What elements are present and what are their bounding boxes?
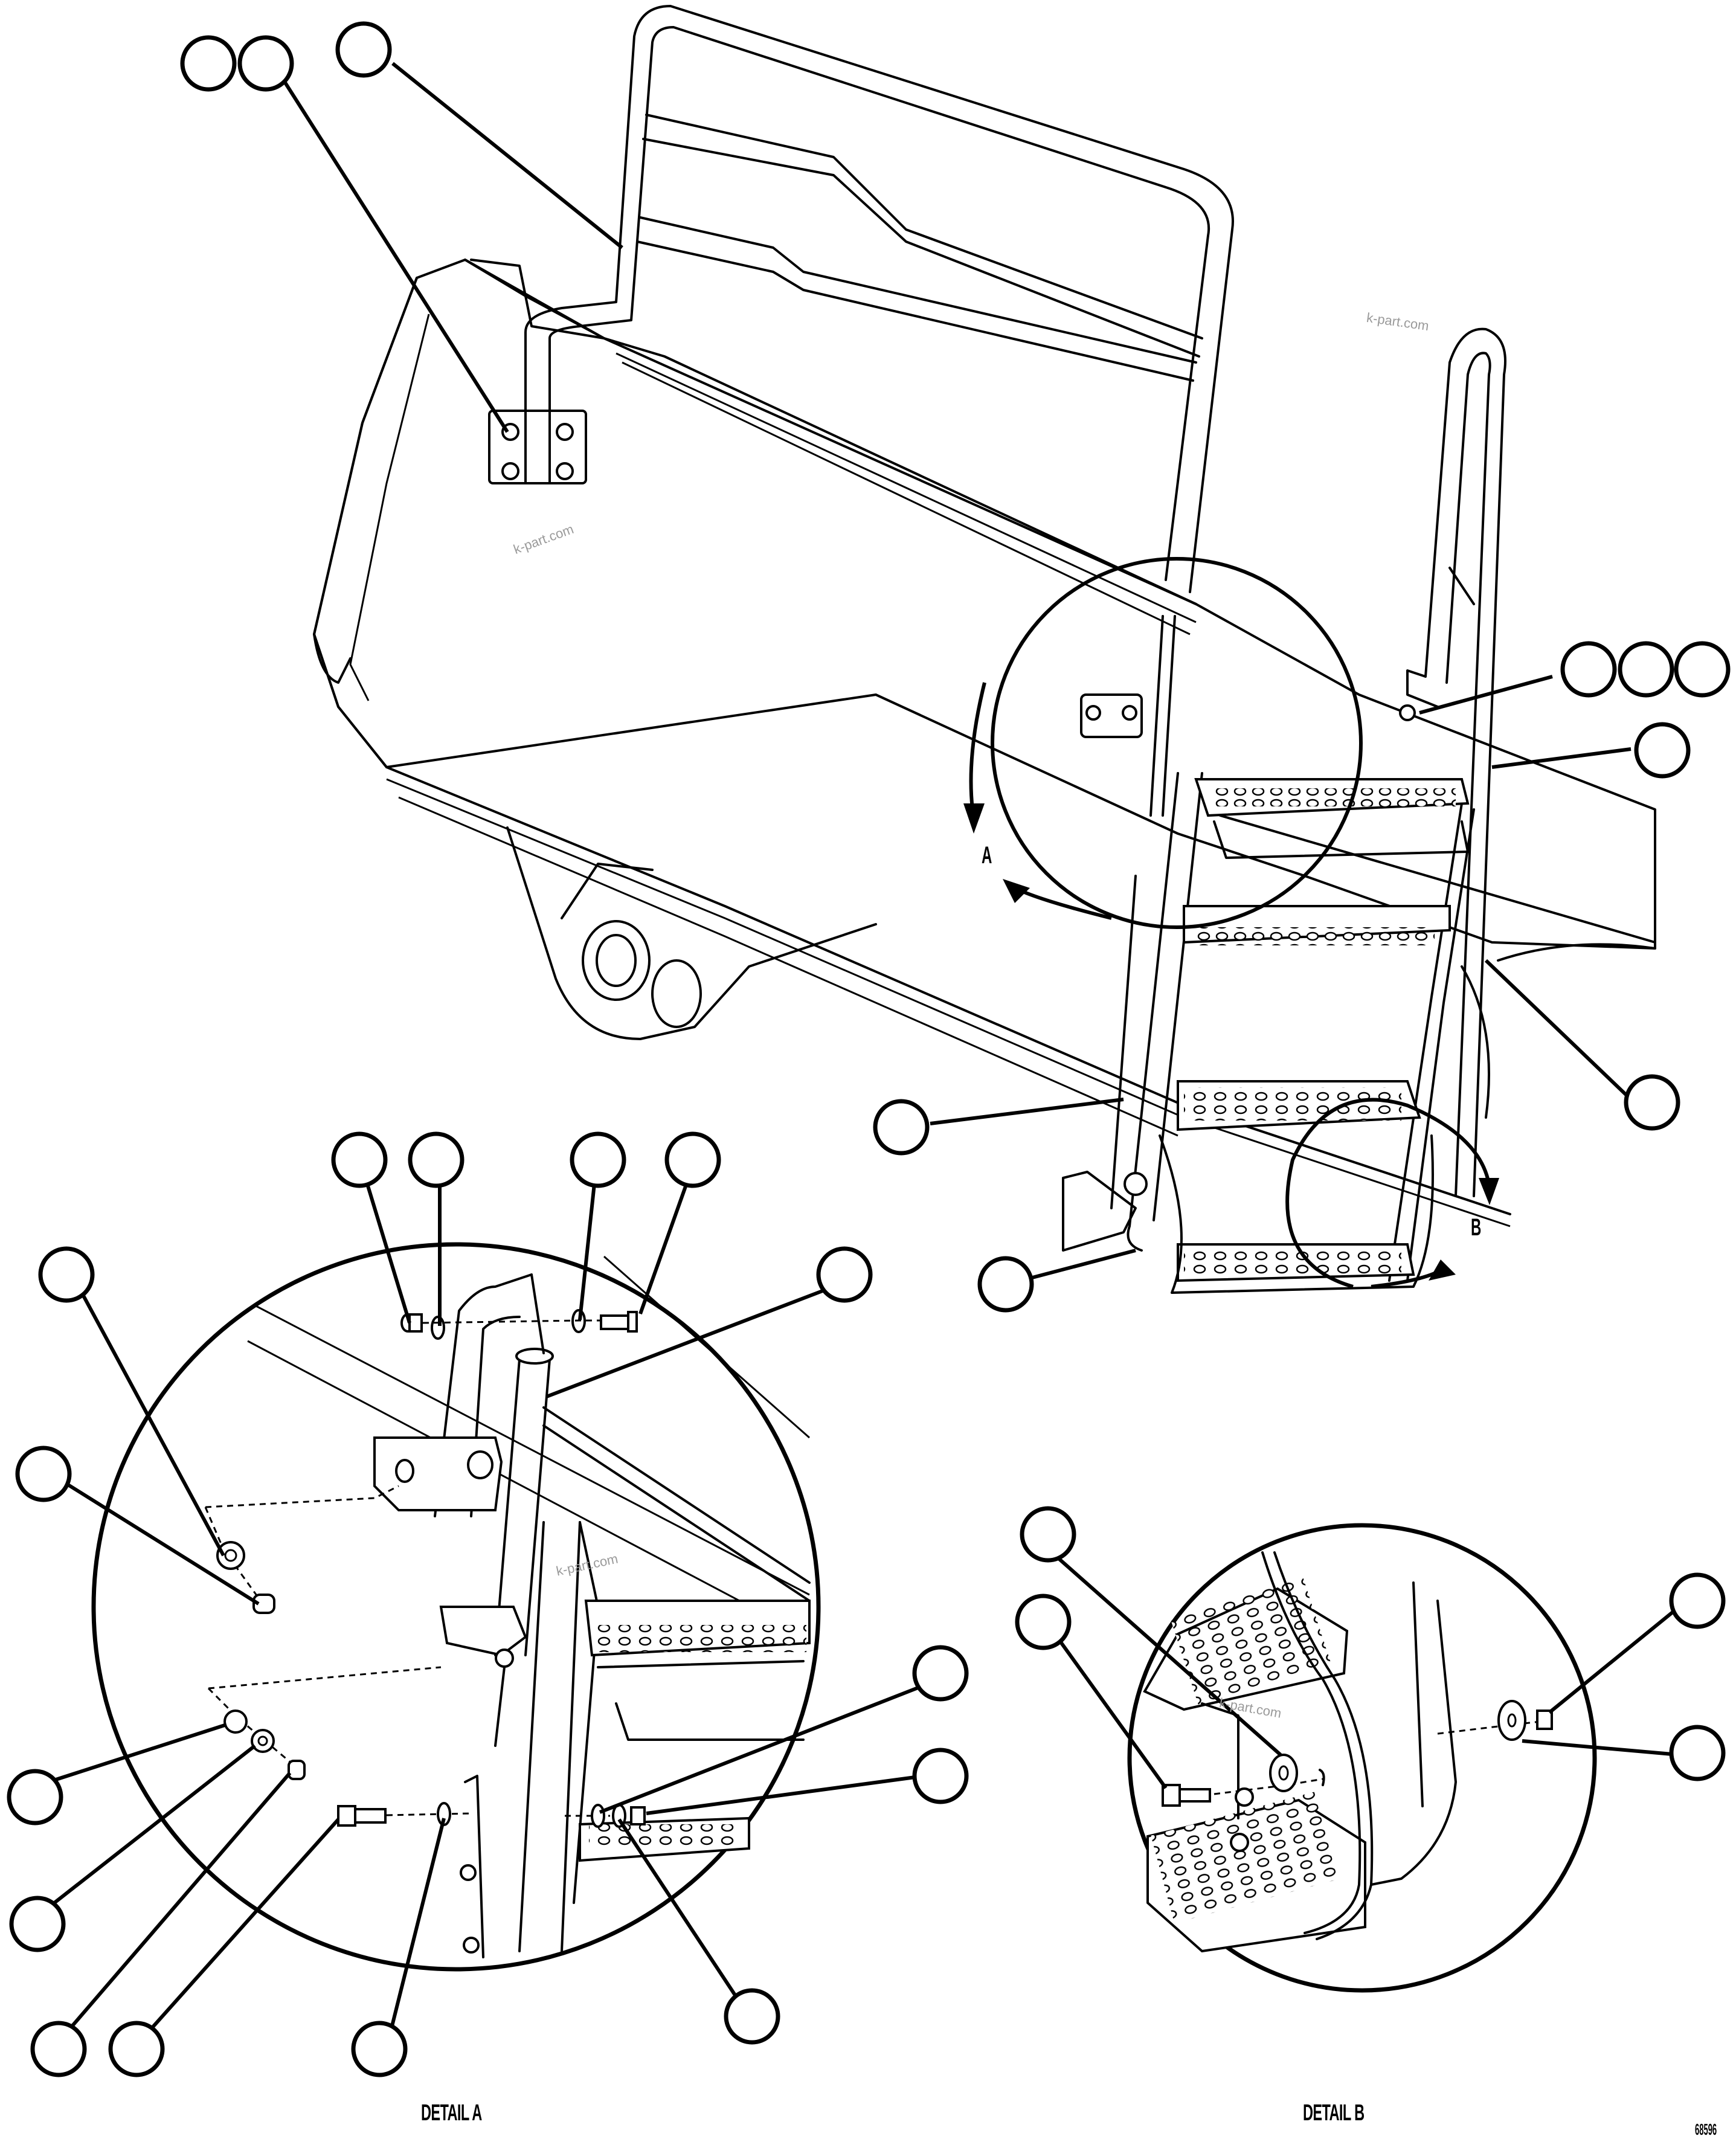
detail-b-leaders (1044, 1545, 1680, 1789)
handrail (488, 5, 1234, 593)
detail-a-left-hardware (204, 1485, 442, 1780)
main-leaders (273, 62, 1633, 1282)
detail-a-indicator-letter: A (982, 842, 992, 869)
detail-b-view (1015, 1506, 1726, 1993)
detail-a-top-hardware (400, 1309, 638, 1340)
main-view (180, 5, 1731, 1313)
image-reference-number: 68596 (1695, 2120, 1717, 2138)
ladder-assembly (1062, 615, 1475, 1294)
detail-a-callouts (7, 1131, 969, 2077)
detail-a-bottom-hardware (337, 1802, 646, 1828)
detail-b-indicator (1285, 1098, 1499, 1288)
detail-b-indicator-letter: B (1471, 1214, 1482, 1241)
main-callouts (180, 21, 1731, 1313)
detail-a-view (7, 1131, 969, 2077)
detail-b-callouts (1015, 1506, 1726, 1781)
detail-a-indicator (963, 557, 1363, 929)
right-handrail (1406, 327, 1506, 1197)
detail-b-title: DETAIL B (1303, 2100, 1365, 2126)
detail-a-title: DETAIL A (421, 2100, 482, 2126)
detail-a-leaders (48, 1177, 925, 2037)
fender-body (313, 259, 1656, 1227)
